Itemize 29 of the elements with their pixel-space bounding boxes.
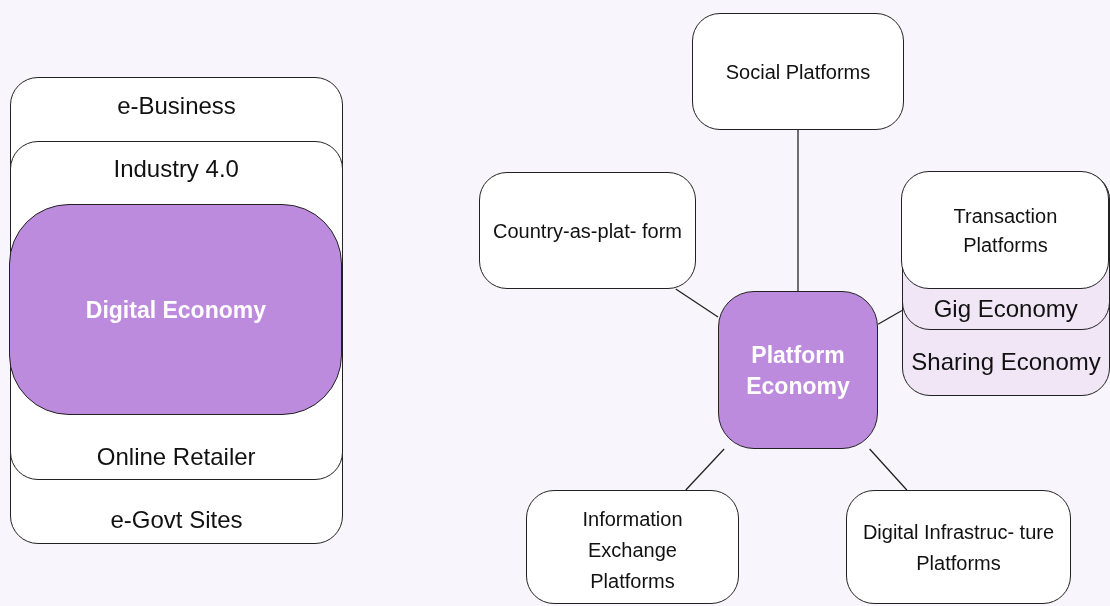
node-label: Country-as-plat- form (493, 219, 682, 244)
node-label: Social Platforms (725, 60, 871, 85)
node-label: Information Exchange Platforms (581, 506, 684, 594)
connector-line (675, 288, 719, 318)
highlight-box (9, 204, 343, 416)
rounded-box (901, 171, 1110, 330)
node-label: Online Retailer (96, 442, 256, 473)
node-label: e-Business (117, 90, 236, 121)
rounded-box (9, 140, 343, 480)
rounded-box (692, 13, 904, 130)
rounded-box (902, 172, 1110, 396)
node-label: Industry 4.0 (113, 154, 239, 185)
connector-line (685, 448, 725, 491)
rounded-box (479, 172, 696, 289)
node-label: Gig Economy (933, 294, 1078, 325)
rounded-box (846, 490, 1071, 604)
node-label: Sharing Economy (911, 348, 1101, 376)
rounded-box (901, 171, 1110, 290)
connector-line (797, 129, 799, 292)
connector-line (869, 448, 908, 491)
rounded-box (526, 490, 739, 604)
node-label: Transaction Platforms (952, 204, 1059, 259)
rounded-box (10, 77, 343, 544)
node-label: Digital Economy (85, 296, 266, 326)
node-label: Platform Economy (745, 340, 851, 401)
node-label: e-Govt Sites (110, 504, 243, 535)
highlight-box (718, 291, 878, 449)
connector-line (877, 309, 903, 325)
node-label: Digital Infrastruc- ture Platforms (861, 520, 1056, 576)
